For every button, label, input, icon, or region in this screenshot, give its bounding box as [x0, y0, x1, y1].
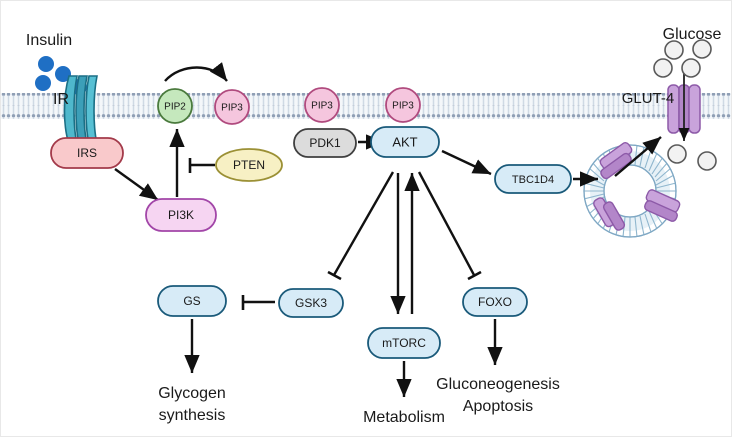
- node-gs-label: GS: [183, 294, 200, 308]
- glut4-storage-vesicle-icon: [583, 142, 681, 238]
- node-pdk1[interactable]: PDK1: [293, 128, 357, 158]
- insulin-receptor-icon: [63, 75, 98, 145]
- node-akt-label: AKT: [392, 134, 417, 149]
- node-foxo[interactable]: FOXO: [462, 287, 528, 317]
- node-pten[interactable]: PTEN: [215, 148, 283, 182]
- node-mtorc-label: mTORC: [382, 336, 426, 350]
- edge-akt-to-tbc1d4: [441, 149, 492, 176]
- label-glut4: GLUT-4: [622, 90, 675, 107]
- node-irs-label: IRS: [77, 146, 97, 160]
- edge-pip2-to-pip3: [164, 62, 228, 82]
- node-pip3-c[interactable]: PIP3: [385, 87, 421, 123]
- node-pip3-b[interactable]: PIP3: [304, 87, 340, 123]
- label-gluconeogenesis: Gluconeogenesis: [436, 376, 560, 393]
- edge-akt-gsk3-bar: [327, 270, 342, 281]
- label-ir: IR: [53, 91, 69, 108]
- node-akt[interactable]: AKT: [370, 126, 440, 158]
- node-tbc1d4[interactable]: TBC1D4: [494, 164, 572, 194]
- label-apoptosis: Apoptosis: [463, 398, 533, 415]
- node-pi3k[interactable]: PI3K: [145, 198, 217, 232]
- node-irs[interactable]: IRS: [50, 137, 124, 169]
- node-pip2-label: PIP2: [164, 102, 186, 113]
- node-pip3-a-label: PIP3: [221, 103, 243, 114]
- node-pip3-b-label: PIP3: [311, 101, 333, 112]
- node-gsk3[interactable]: GSK3: [278, 288, 344, 318]
- node-pip2[interactable]: PIP2: [157, 88, 193, 124]
- glucose-molecules: [653, 39, 717, 171]
- edge-vesicle-to-membrane: [614, 136, 662, 177]
- label-insulin: Insulin: [26, 32, 72, 49]
- label-glucose: Glucose: [663, 26, 722, 43]
- edge-akt-foxo-bar: [467, 270, 482, 281]
- node-pten-label: PTEN: [233, 158, 265, 172]
- label-metabolism: Metabolism: [363, 409, 445, 426]
- node-gs[interactable]: GS: [157, 285, 227, 317]
- pathway-edges: [114, 62, 662, 398]
- label-synthesis: synthesis: [159, 407, 226, 424]
- label-glycogen: Glycogen: [158, 385, 226, 402]
- node-tbc1d4-label: TBC1D4: [512, 174, 554, 186]
- node-pi3k-label: PI3K: [168, 208, 194, 222]
- glut4-transporter-icon: [667, 71, 701, 142]
- node-pdk1-label: PDK1: [309, 136, 341, 150]
- node-foxo-label: FOXO: [478, 295, 512, 309]
- edge-irs-to-pi3k: [114, 168, 159, 201]
- node-mtorc[interactable]: mTORC: [367, 327, 441, 359]
- node-gsk3-label: GSK3: [295, 296, 327, 310]
- edge-akt-inhibits-gsk3: [332, 171, 395, 276]
- node-pip3-a[interactable]: PIP3: [214, 89, 250, 125]
- edge-akt-inhibits-foxo: [417, 171, 476, 276]
- node-pip3-c-label: PIP3: [392, 101, 414, 112]
